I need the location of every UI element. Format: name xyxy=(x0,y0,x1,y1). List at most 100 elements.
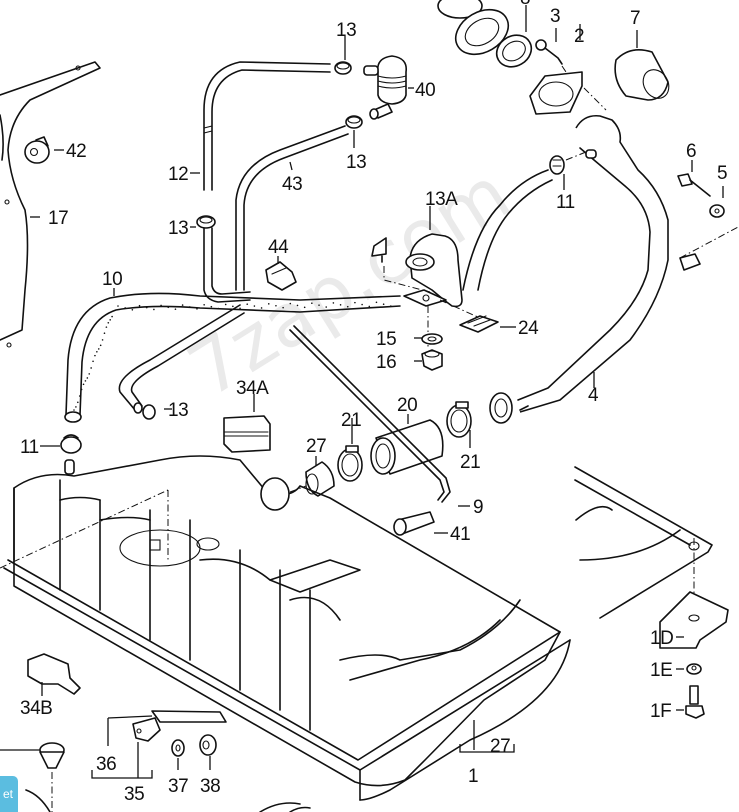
part-44-clip xyxy=(265,261,297,291)
hose-stipple-dot xyxy=(105,326,108,328)
callout-20: 20 xyxy=(397,395,417,416)
centerline-filler xyxy=(561,65,607,111)
watermark: 7zap.com xyxy=(174,151,525,415)
hose-stipple-dot xyxy=(368,305,371,308)
hose-stipple-dot xyxy=(90,367,92,369)
corner-button-label: et xyxy=(2,787,13,801)
callout-11: 11 xyxy=(556,192,575,213)
part-5-washer xyxy=(709,204,725,218)
hose-stipple-dot xyxy=(296,304,299,307)
callout-17: 17 xyxy=(48,208,68,229)
hose-stipple-dot xyxy=(181,304,184,306)
hose-stipple-dot xyxy=(196,308,198,310)
hose-stipple-dot xyxy=(303,306,306,309)
callout-8: 8 xyxy=(520,0,530,9)
callout-40: 40 xyxy=(415,80,435,101)
hose-stipple-dot xyxy=(332,302,335,304)
part-8-seal-rings xyxy=(437,0,533,68)
callout-27: 27 xyxy=(490,736,510,757)
callout-labels: 13 40 13 43 12 13 42 17 44 10 13A 15 16 … xyxy=(20,0,728,805)
hose-stipple-dot xyxy=(174,308,177,310)
hose-stipple-dot xyxy=(217,307,220,310)
part-hose-upper-dotted xyxy=(462,169,553,291)
hose-stipple-dot xyxy=(339,304,342,306)
part-16-nut xyxy=(421,349,443,371)
callout-24: 24 xyxy=(518,318,539,339)
hose-stipple-dot xyxy=(153,308,155,311)
hose-stipple-dot xyxy=(382,303,385,306)
hose-stipple-dot xyxy=(390,305,392,307)
callout-12: 12 xyxy=(168,164,188,185)
part-bumper-stop xyxy=(0,742,65,812)
part-13A-bracket xyxy=(371,233,463,308)
hose-stipple-dot xyxy=(88,373,91,375)
callout-43: 43 xyxy=(282,174,302,195)
hose-stipple-dot xyxy=(107,321,110,324)
part-9-tube xyxy=(289,325,451,503)
hose-stipple-dot xyxy=(275,304,277,307)
hose-stipple-dot xyxy=(253,305,256,307)
callout-13: 13 xyxy=(336,20,356,41)
callout-leaders xyxy=(30,24,724,779)
part-11-clamp-a xyxy=(60,434,82,475)
hose-stipple-dot xyxy=(109,319,111,321)
hose-stipple-dot xyxy=(75,406,77,408)
hose-stipple-dot xyxy=(311,302,313,305)
part-17-bracket xyxy=(0,61,101,348)
hose-stipple-dot xyxy=(375,301,378,304)
callout-5: 5 xyxy=(717,163,727,184)
callout-21: 21 xyxy=(341,410,361,431)
part-21-clamp-a xyxy=(337,445,363,482)
callout-11: 11 xyxy=(20,437,39,458)
part-1F-bolt xyxy=(685,685,705,719)
part-1E-lock-washer xyxy=(686,663,702,675)
callout-37: 37 xyxy=(168,776,188,797)
corner-action-button[interactable]: et xyxy=(0,776,18,812)
callout-35: 35 xyxy=(124,784,144,805)
callout-1: 1 xyxy=(468,766,478,787)
part-4-filler-pipe xyxy=(489,114,669,424)
hose-stipple-dot xyxy=(84,380,87,382)
hose-stipple-dot xyxy=(92,360,94,363)
hose-stipple-dot xyxy=(94,354,96,357)
callout-34B: 34B xyxy=(20,698,52,719)
hose-stipple-dot xyxy=(246,303,249,305)
hose-stipple-dot xyxy=(318,304,320,306)
centerline-tank-neck xyxy=(289,485,307,493)
hose-stipple-dot xyxy=(82,383,85,386)
part-filler-bracket xyxy=(679,225,739,271)
hose-stipple-dot xyxy=(73,409,75,411)
hose-stipple-dot xyxy=(188,306,191,308)
part-37-washer xyxy=(171,739,185,757)
hose-stipple-dot xyxy=(103,332,106,335)
hose-stipple-dot xyxy=(289,302,292,305)
hose-stipple-dot xyxy=(117,305,119,307)
callout-6: 6 xyxy=(686,141,696,162)
hose-stipple-dot xyxy=(131,308,134,311)
hose-stipple-dot xyxy=(97,348,100,350)
callout-38: 38 xyxy=(200,776,220,797)
part-36-bracket xyxy=(132,710,227,742)
callout-16: 16 xyxy=(376,352,396,373)
part-tank-corner-detail xyxy=(574,466,713,619)
centerline-11 xyxy=(565,151,587,161)
hose-stipple-dot xyxy=(160,304,162,307)
callout-7: 7 xyxy=(630,8,640,29)
hose-stipple-dot xyxy=(203,303,205,306)
callout-15: 15 xyxy=(376,329,396,350)
callout-1D: 1D xyxy=(650,628,673,649)
hose-stipple-dot xyxy=(354,301,356,304)
hose-stipple-dot xyxy=(361,303,363,306)
callout-13: 13 xyxy=(168,218,188,239)
hose-stipple-dot xyxy=(282,306,284,309)
callout-21: 21 xyxy=(460,452,480,473)
part-10-fuel-hose xyxy=(64,292,401,423)
callout-9: 9 xyxy=(473,497,483,518)
callout-4: 4 xyxy=(588,385,599,406)
hose-stipple-dot xyxy=(138,304,141,307)
callout-1E: 1E xyxy=(650,660,672,681)
hose-stipple-dot xyxy=(80,388,83,391)
hose-stipple-dot xyxy=(86,377,89,379)
part-3-screw xyxy=(535,39,563,65)
